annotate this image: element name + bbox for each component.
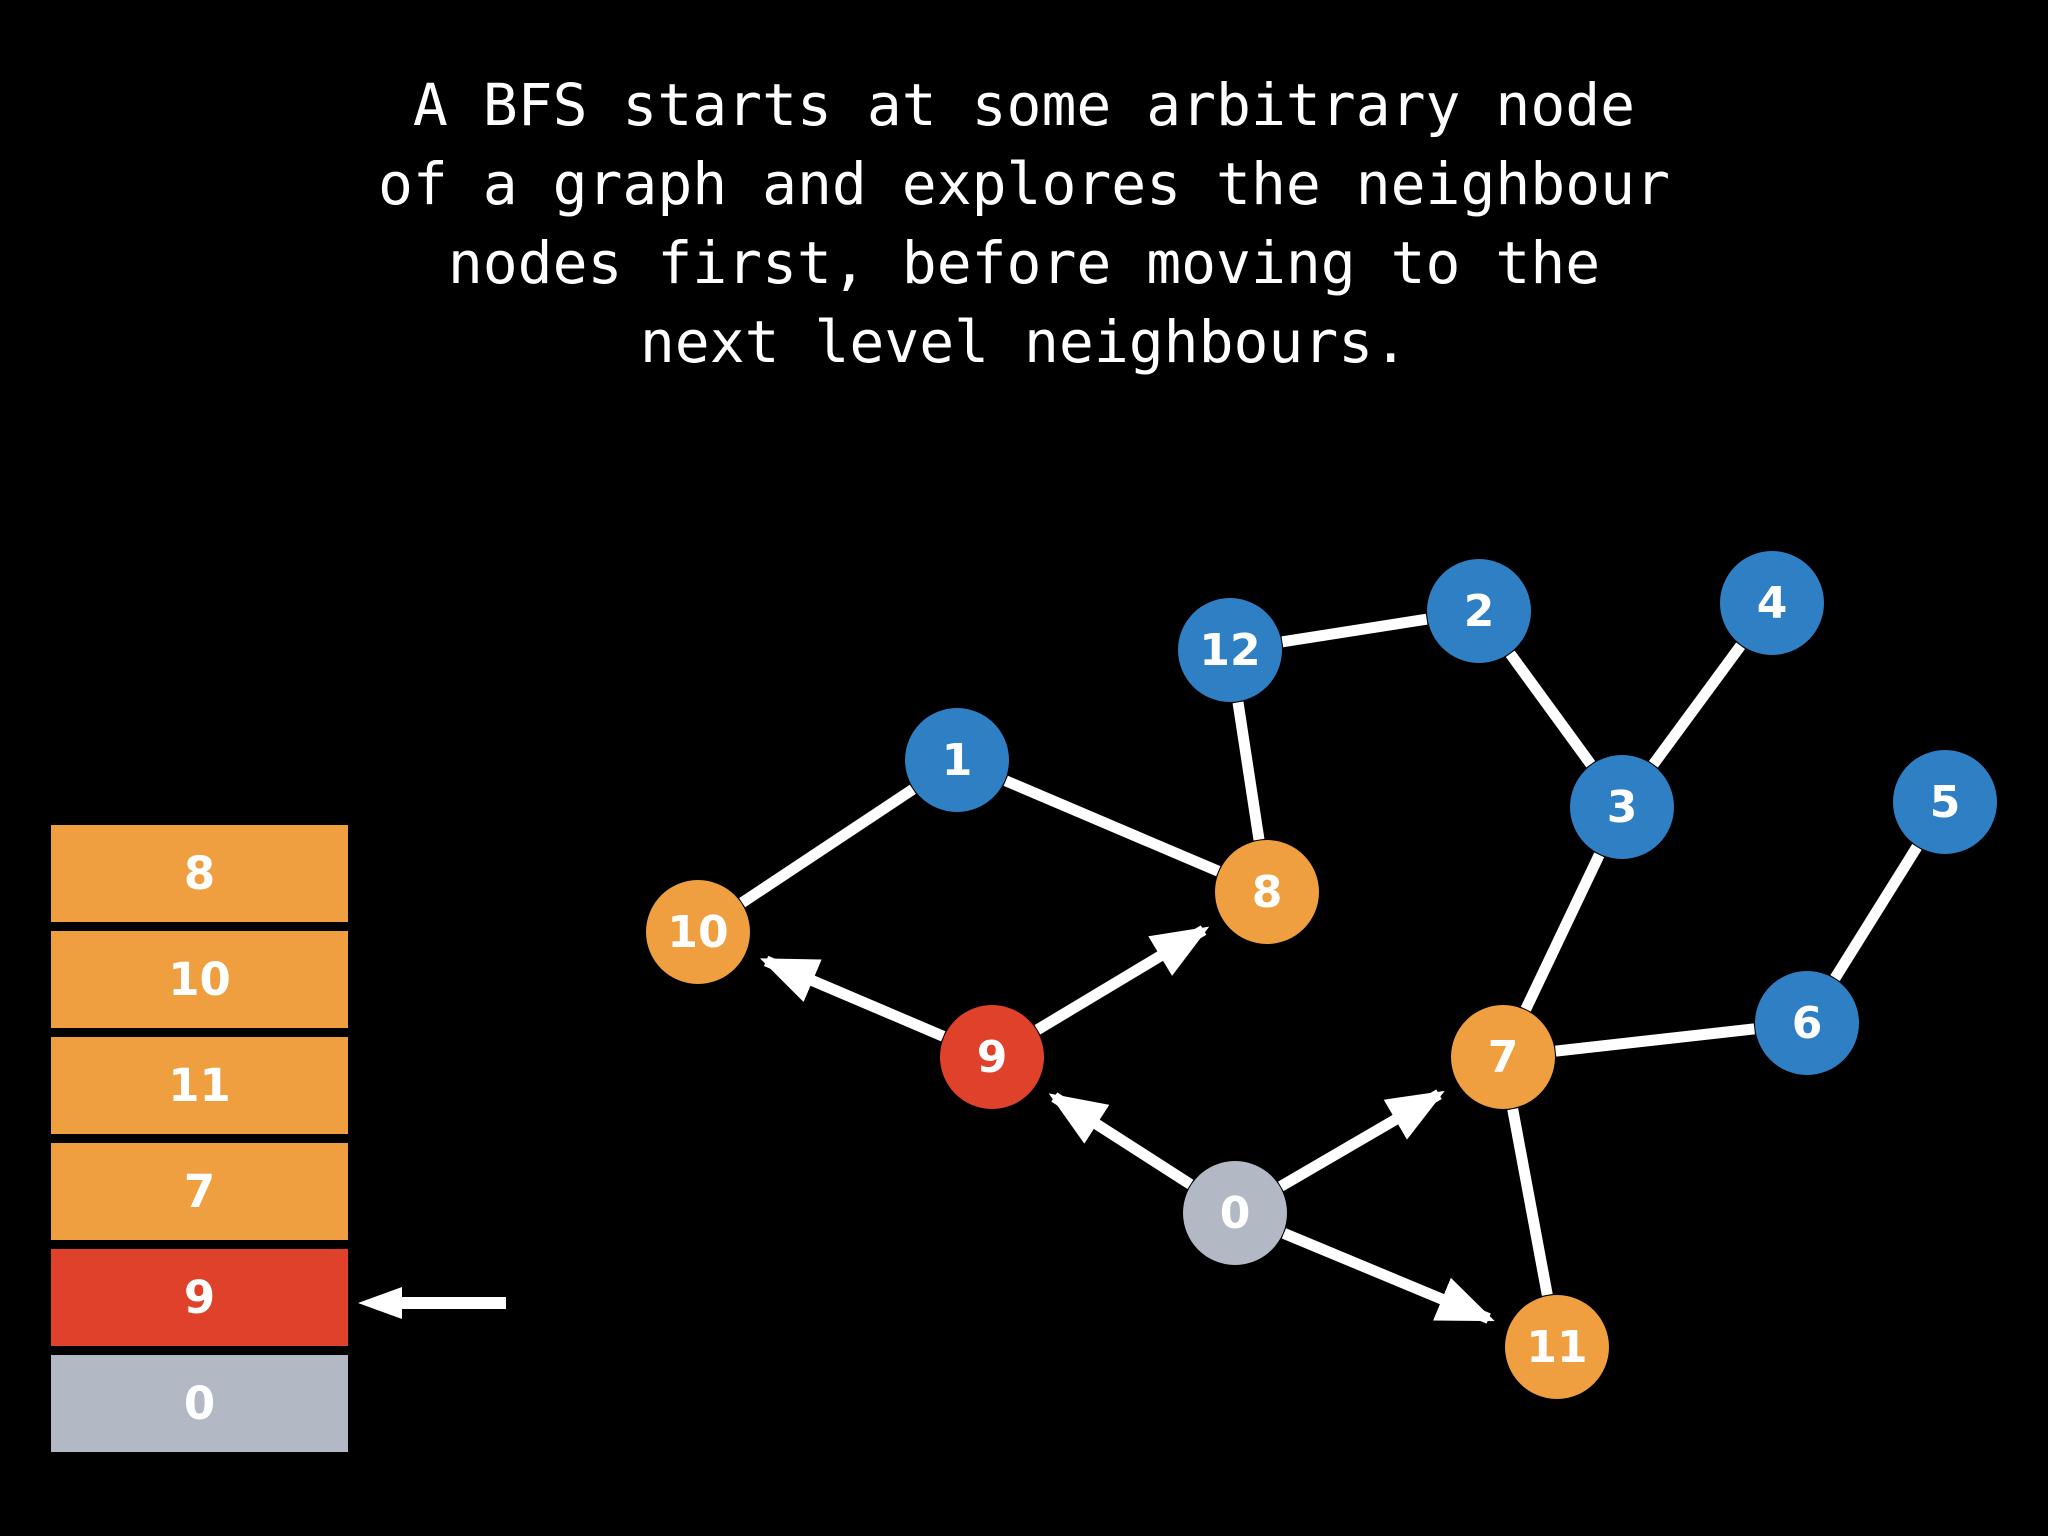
stack-cell-8[interactable]: 8 [51,825,348,922]
graph-node-6[interactable]: 6 [1755,971,1859,1075]
stack-cell-9[interactable]: 9 [51,1249,348,1346]
graph-node-10[interactable]: 10 [646,880,750,984]
graph-node-5[interactable]: 5 [1893,750,1997,854]
stack-cell-10[interactable]: 10 [51,931,348,1028]
graph-edge-2-3 [1505,650,1596,768]
graph-edge-12-2 [1281,613,1428,648]
graph-node-2[interactable]: 2 [1427,559,1531,663]
graph-edge-3-7 [1520,852,1605,1012]
graph-edge-7-11 [1507,1108,1553,1296]
graph-node-11[interactable]: 11 [1505,1295,1609,1399]
graph-edge-12-8 [1232,701,1265,841]
graph-edge-0-9 [1048,1092,1194,1189]
page-title: A BFS starts at some arbitrary node of a… [377,71,1670,376]
graph-node-0[interactable]: 0 [1183,1161,1287,1265]
graph-edge-9-10 [760,955,946,1042]
graph-edge-4-3 [1648,642,1746,768]
stack-cell-0[interactable]: 0 [51,1355,348,1452]
graph-node-4[interactable]: 4 [1720,551,1824,655]
graph-node-7[interactable]: 7 [1451,1005,1555,1109]
graph-node-3[interactable]: 3 [1570,755,1674,859]
graph-node-8[interactable]: 8 [1215,840,1319,944]
graph-edge-5-6 [1830,844,1922,981]
graph-edge-0-7 [1278,1089,1445,1192]
graph-edge-0-11 [1281,1228,1495,1324]
graph-edge-9-8 [1034,925,1210,1035]
graph-node-9[interactable]: 9 [940,1005,1044,1109]
current-node-pointer-arrow-icon [358,1287,506,1319]
graph-edge-1-8 [1003,775,1221,877]
stack-cell-7[interactable]: 7 [51,1143,348,1240]
graph-edge-6-7 [1555,1023,1755,1057]
stack-cell-11[interactable]: 11 [51,1037,348,1134]
graph-node-1[interactable]: 1 [905,708,1009,812]
graph-node-12[interactable]: 12 [1178,598,1282,702]
graph-edge-1-10 [739,784,916,908]
